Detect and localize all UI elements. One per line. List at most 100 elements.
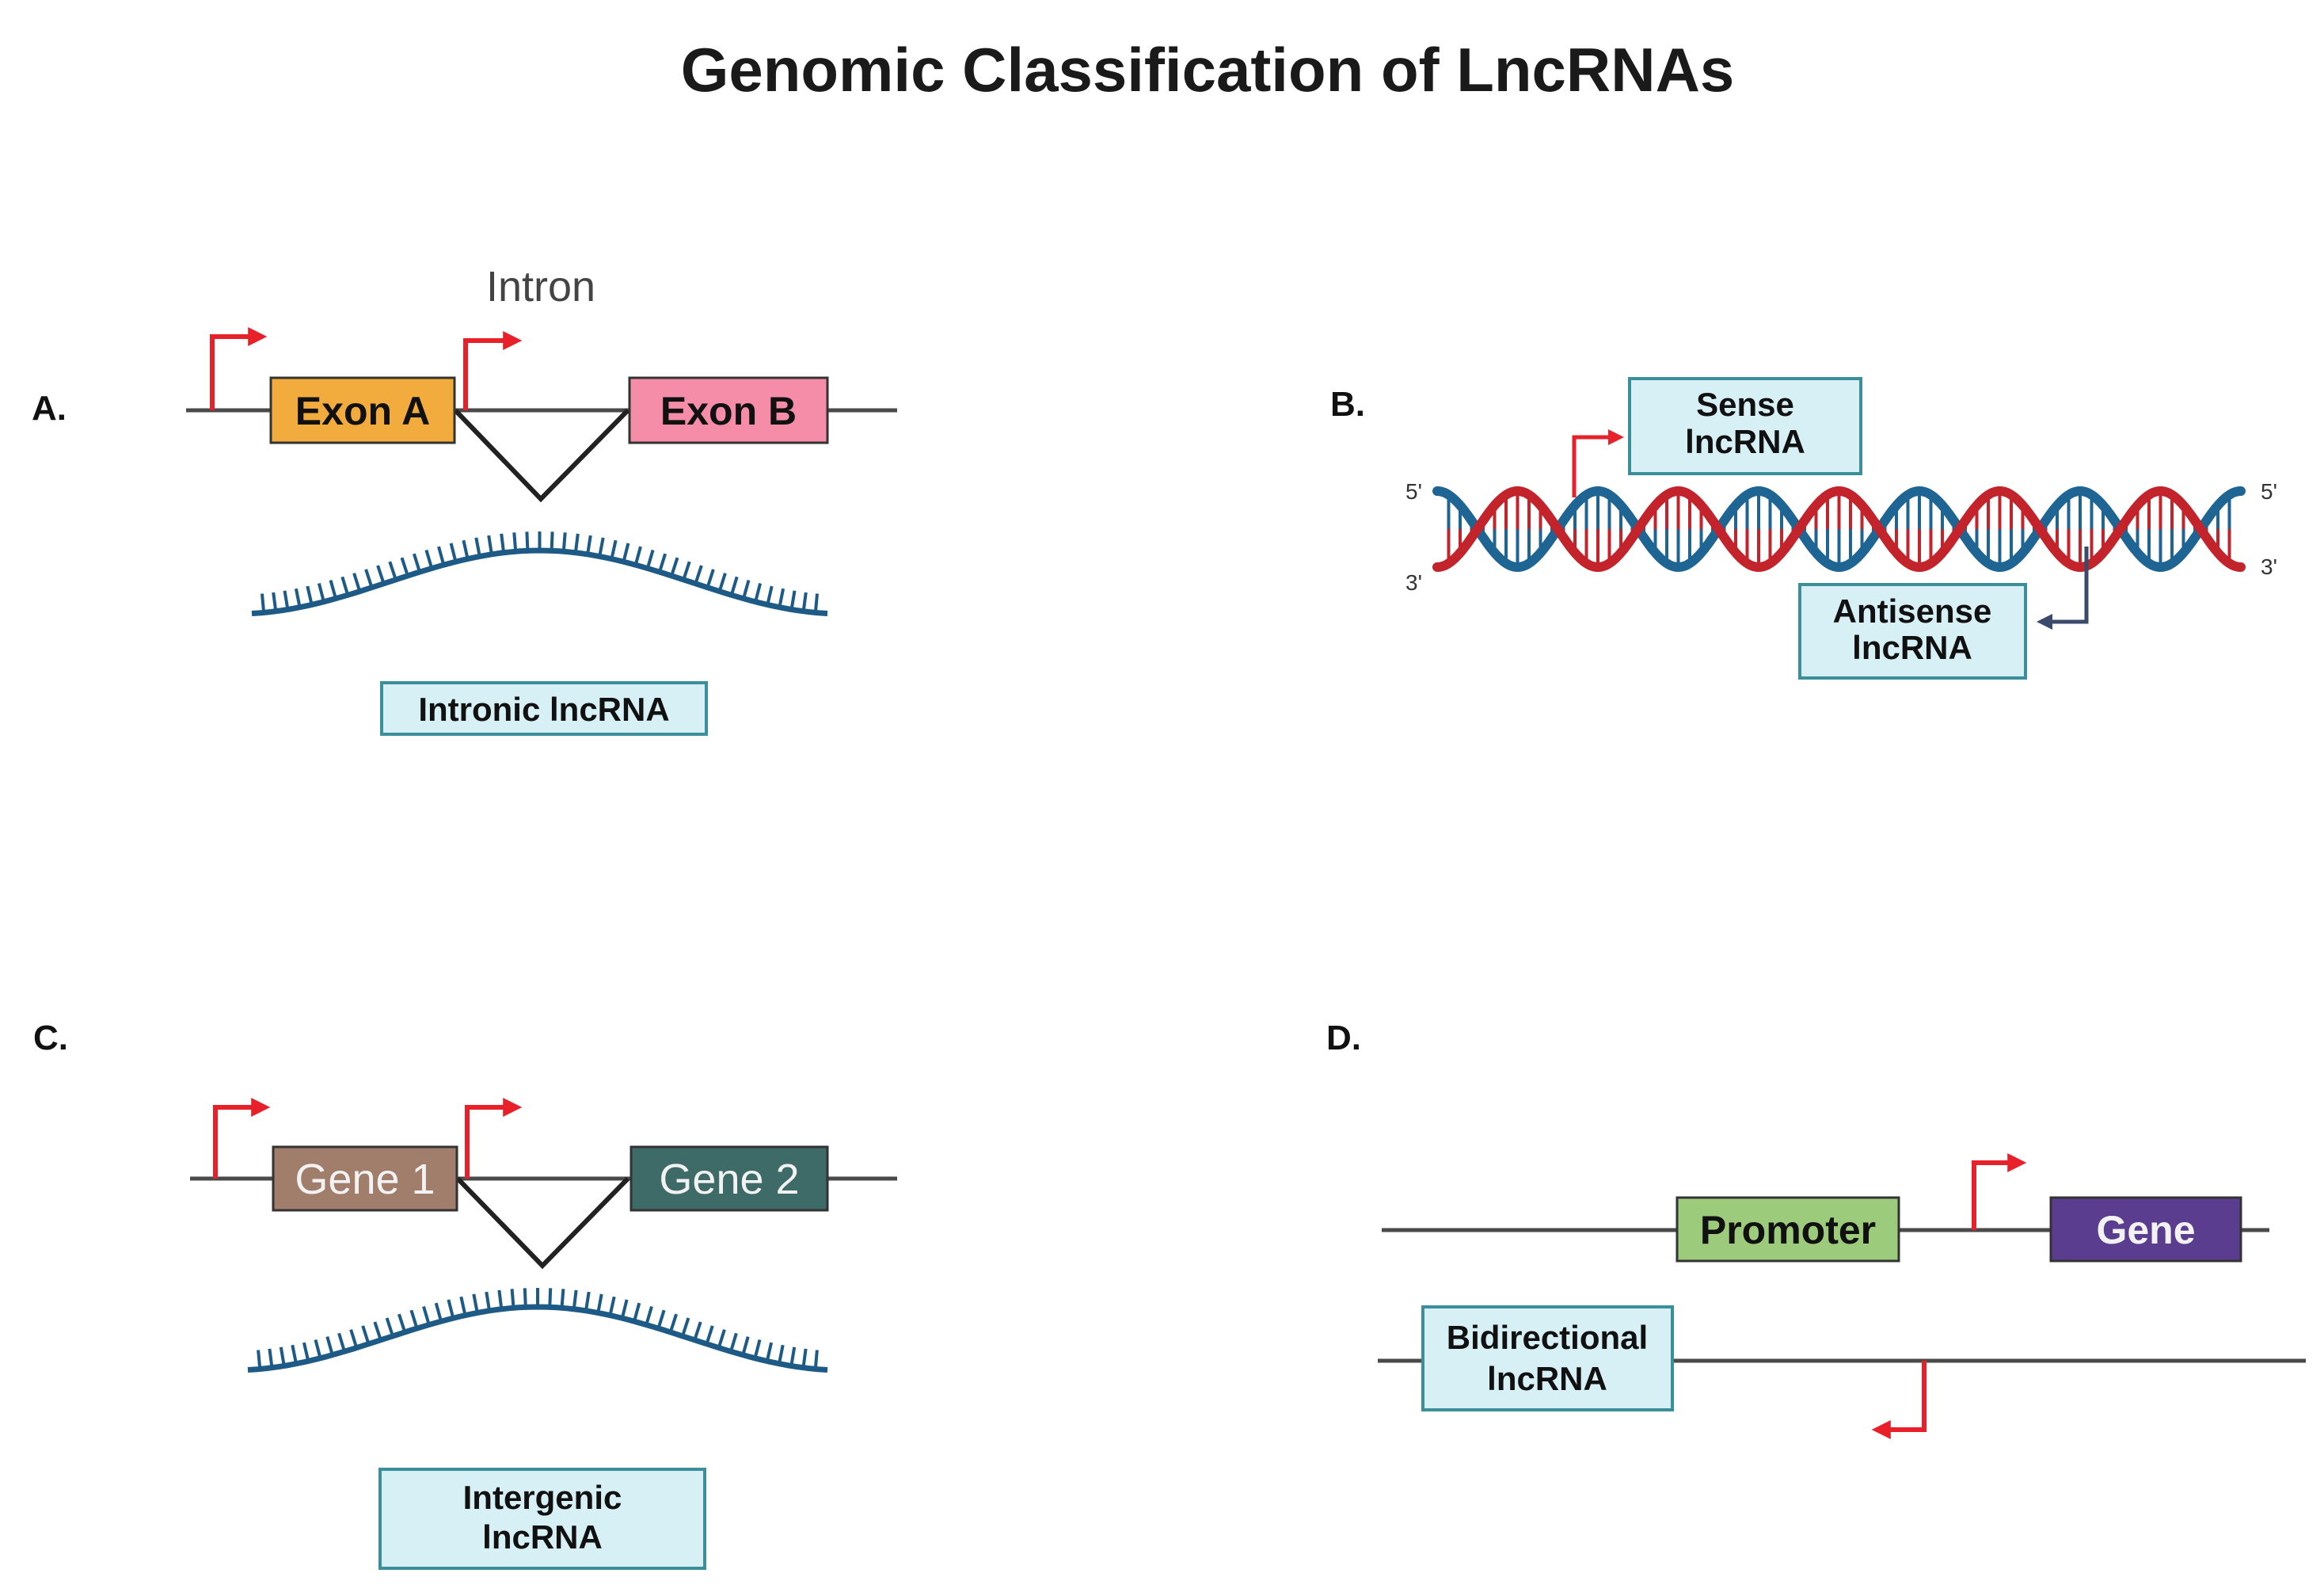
gene-box [2049, 1196, 2242, 1263]
panel-c-lnc-box [378, 1468, 706, 1570]
rna-base-tick [610, 539, 618, 560]
rna-base-tick [682, 561, 691, 581]
rna-base-tick [512, 532, 518, 552]
rna-base-tick [329, 580, 337, 600]
rna-base-tick [337, 1332, 346, 1352]
antisense-lnc-box [1798, 583, 2027, 680]
rna-base-tick [754, 583, 763, 603]
exon-b-box [628, 376, 829, 444]
rna-base-tick [257, 1350, 262, 1369]
rna-base-tick [500, 533, 506, 554]
rna-base-tick [485, 1291, 491, 1312]
antisense-lnc-label-line2: lncRNA [1852, 629, 1972, 666]
rna-backbone [251, 547, 828, 616]
panel-c-intergenic: C. Gene 1 Gene 2 Intergenic lncRNA [33, 1019, 897, 1570]
rna-base-tick [694, 565, 703, 585]
rna-base-tick [705, 1325, 714, 1345]
rna-base-tick [459, 1296, 467, 1316]
rna-base-tick [586, 535, 592, 555]
rna-base-tick [560, 1289, 565, 1308]
gene-1-box [272, 1145, 458, 1212]
rna-base-tick [272, 592, 278, 612]
rna-base-tick [352, 573, 362, 592]
sense-lnc-box [1628, 377, 1862, 475]
rna-base-tick [349, 1329, 359, 1349]
panel-c-lnc-label-line2: lncRNA [482, 1518, 603, 1556]
rna-base-tick [633, 546, 642, 566]
rna-base-tick [400, 557, 409, 577]
rna-base-tick [598, 537, 605, 557]
rna-base-tick [670, 557, 679, 577]
rna-base-tick [681, 1317, 690, 1337]
rna-base-tick [412, 553, 421, 573]
gene-2-box [629, 1145, 829, 1212]
rna-base-tick [656, 1309, 666, 1329]
bidirectional-lnc-box [1421, 1305, 1674, 1411]
diagram-title: Genomic Classification of LncRNAs [681, 35, 1735, 105]
rna-base-tick [801, 592, 808, 612]
panel-c-lnc-label-line1: Intergenic [463, 1479, 622, 1516]
rna-base-tick [373, 1321, 382, 1341]
rna-base-tick [693, 1321, 702, 1341]
antisense-lnc-label-line1: Antisense [1833, 592, 1992, 630]
panel-a-lnc-box [380, 681, 708, 736]
strand-left-top-label: 5' [1405, 479, 1422, 504]
rna-base-tick [268, 1348, 274, 1369]
rna-base-tick [766, 585, 774, 605]
sense-tss-arrow [1572, 429, 1624, 497]
rna-base-tick [306, 585, 314, 605]
rna-base-tick [447, 1299, 455, 1319]
sense-lnc-label-line2: lncRNA [1685, 423, 1805, 460]
rna-base-tick [620, 1299, 629, 1319]
panel-c-junction [455, 1176, 630, 1270]
panel-a-splice-junction [453, 408, 630, 503]
panel-c-rna-strand [247, 1288, 828, 1373]
panel-c-tss-arrow-1 [213, 1098, 271, 1179]
rna-base-tick [261, 593, 266, 613]
promoter-box [1675, 1196, 1900, 1263]
rna-base-tick [561, 532, 567, 552]
dna-strand-red [1432, 486, 2246, 573]
rna-base-tick [314, 1339, 322, 1359]
rna-base-tick [317, 583, 325, 603]
rna-base-tick [361, 1325, 371, 1345]
rna-base-tick [487, 535, 493, 555]
rna-base-tick [753, 1339, 762, 1359]
strand-left-bottom-label: 3' [1405, 570, 1422, 595]
rna-base-tick [340, 576, 350, 596]
rna-base-tick [397, 1313, 407, 1333]
antisense-tss-arrow [2037, 547, 2089, 630]
promoter-label: Promoter [1700, 1208, 1876, 1252]
rna-base-tick [388, 561, 397, 581]
rna-base-tick [584, 1291, 591, 1312]
rna-base-tick [765, 1342, 774, 1362]
panel-a-tss-arrow-2 [463, 331, 523, 410]
rna-base-tick [437, 546, 446, 566]
dna-strand-blue [1432, 486, 2246, 573]
rna-base-tick [717, 1329, 726, 1349]
rna-base-tick [523, 1288, 527, 1308]
rna-base-tick [434, 1302, 443, 1322]
rna-base-tick [376, 565, 386, 585]
rna-base-tick [279, 1347, 286, 1366]
rna-base-tick [622, 543, 630, 562]
rna-base-tick [717, 573, 727, 592]
rna-base-tick [658, 553, 668, 573]
panel-c-label: C. [33, 1019, 68, 1057]
rna-base-tick [608, 1296, 616, 1316]
rna-base-tick [801, 1348, 808, 1369]
rna-base-tick [778, 588, 785, 608]
rna-base-tick [472, 1293, 479, 1313]
rna-base-tick [325, 1336, 334, 1356]
panel-c-tss-arrow-2 [465, 1098, 523, 1179]
rna-base-tick [510, 1289, 515, 1308]
strand-right-bottom-label: 3' [2261, 554, 2277, 579]
rna-base-tick [742, 580, 751, 600]
panel-d-forward-tss-arrow [1972, 1153, 2027, 1230]
rna-base-tick [778, 1344, 785, 1365]
bidirectional-lnc-label-line2: lncRNA [1487, 1360, 1607, 1397]
exon-a-box [269, 376, 456, 444]
rna-base-tick [291, 1344, 298, 1365]
exon-a-label: Exon A [295, 389, 430, 433]
sense-lnc-label-line1: Sense [1696, 386, 1794, 423]
